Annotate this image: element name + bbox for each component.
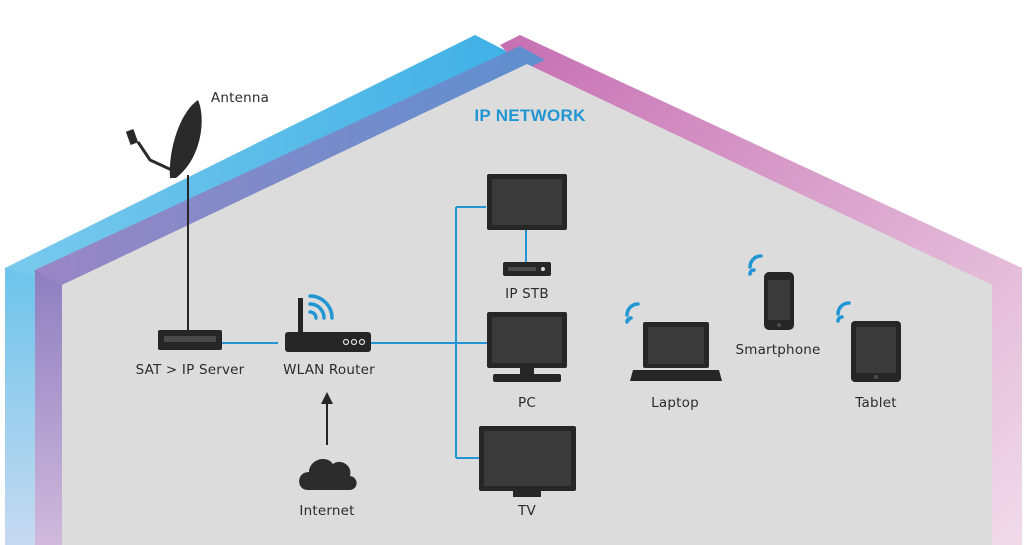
laptop-icon xyxy=(625,302,722,381)
internet-uplink-arrow xyxy=(321,392,333,445)
tv-label: TV xyxy=(518,503,536,519)
wlan-router-label: WLAN Router xyxy=(283,362,375,378)
monitor-icon-stb xyxy=(487,174,567,230)
tv-icon xyxy=(479,426,576,497)
cloud-icon xyxy=(299,458,357,490)
antenna-label: Antenna xyxy=(210,90,270,106)
smartphone-label: Smartphone xyxy=(735,342,821,358)
wall-band-inner-left xyxy=(35,270,62,545)
tablet-label: Tablet xyxy=(855,395,897,411)
internet-label: Internet xyxy=(299,503,355,519)
house-interior xyxy=(62,64,992,545)
set-top-box-icon xyxy=(503,262,551,276)
tablet-icon xyxy=(836,301,901,382)
wifi-router-icon xyxy=(285,294,371,352)
connection-lines xyxy=(222,206,527,459)
sat-server-label: SAT > IP Server xyxy=(135,362,245,378)
house-roof xyxy=(5,35,1022,545)
pc-label: PC xyxy=(518,395,536,411)
laptop-label: Laptop xyxy=(651,395,699,411)
satellite-dish-icon xyxy=(125,100,202,330)
monitor-icon xyxy=(487,312,567,382)
diagram-title: IP NETWORK xyxy=(474,106,586,125)
server-box-icon xyxy=(158,330,222,350)
ip-stb-label: IP STB xyxy=(505,286,549,302)
smartphone-icon xyxy=(748,254,794,330)
